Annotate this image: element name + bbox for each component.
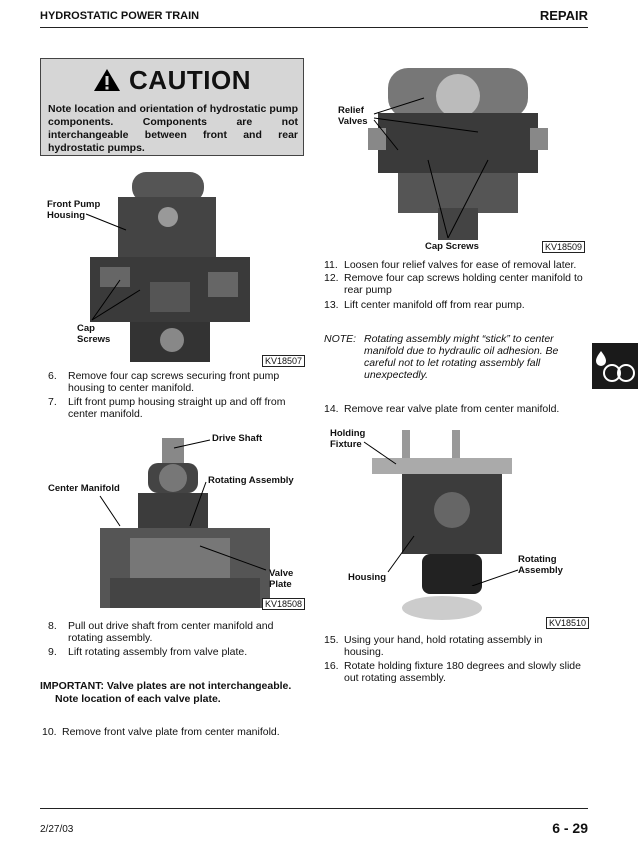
- footer-rule: [40, 808, 588, 809]
- step-12: 12.Remove four cap screws holding center…: [324, 272, 583, 296]
- step-11: 11.Loosen four relief valves for ease of…: [324, 259, 577, 271]
- header-rule: [40, 27, 588, 28]
- header-section-title: HYDROSTATIC POWER TRAIN: [40, 10, 200, 22]
- header-topic: REPAIR: [539, 8, 588, 23]
- rear-pump-manifold-photo: [368, 68, 548, 240]
- center-manifold-photo: [100, 438, 270, 608]
- footer-page-number: 6 - 29: [552, 820, 588, 836]
- step-16: 16.Rotate holding fixture 180 degrees an…: [324, 660, 581, 684]
- figure-id-kv18510: KV18510: [546, 617, 590, 629]
- step-7: 7.Lift front pump housing straight up an…: [48, 396, 286, 420]
- label-cap-screws-2: Cap Screws: [425, 241, 479, 252]
- note-label: NOTE:: [324, 333, 357, 345]
- important-line-1: IMPORTANT: Valve plates are not intercha…: [40, 680, 292, 692]
- important-line-2: Note location of each valve plate.: [55, 693, 221, 705]
- figure-id-kv18509: KV18509: [542, 241, 586, 253]
- warning-icon: [93, 68, 121, 99]
- leader-lines-fig3: [373, 97, 489, 239]
- figure-id-kv18508: KV18508: [262, 598, 306, 610]
- step-8: 8.Pull out drive shaft from center manif…: [48, 620, 274, 644]
- leader-lines-fig4: [363, 441, 519, 586]
- holding-fixture-photo: [372, 430, 522, 620]
- step-9: 9.Lift rotating assembly from valve plat…: [48, 646, 248, 658]
- figure-id-kv18507: KV18507: [262, 355, 306, 367]
- front-pump-photo: [90, 172, 250, 362]
- label-housing: Housing: [348, 572, 386, 583]
- step-14: 14.Remove rear valve plate from center m…: [324, 403, 560, 415]
- label-center-manifold: Center Manifold: [48, 483, 120, 494]
- step-15: 15.Using your hand, hold rotating assemb…: [324, 634, 543, 658]
- label-drive-shaft: Drive Shaft: [212, 433, 263, 444]
- caution-heading: CAUTION: [41, 65, 303, 99]
- caution-text: Note location and orientation of hydrost…: [48, 103, 298, 154]
- hydraulic-gear-icon: [596, 351, 635, 382]
- caution-title: CAUTION: [129, 65, 251, 95]
- section-tab: [592, 343, 638, 389]
- label-rotating-assembly-1: Rotating Assembly: [208, 475, 294, 486]
- caution-box: CAUTION Note location and orientation of…: [40, 58, 304, 156]
- footer-date: 2/27/03: [40, 824, 74, 835]
- note-text: Rotating assembly might “stick” to cente…: [364, 333, 559, 381]
- step-10: 10.Remove front valve plate from center …: [42, 726, 280, 738]
- leader-lines-fig1: [85, 213, 141, 321]
- step-13: 13.Lift center manifold off from rear pu…: [324, 299, 525, 311]
- step-6: 6.Remove four cap screws securing front …: [48, 370, 280, 394]
- leader-lines-fig2: [99, 439, 267, 571]
